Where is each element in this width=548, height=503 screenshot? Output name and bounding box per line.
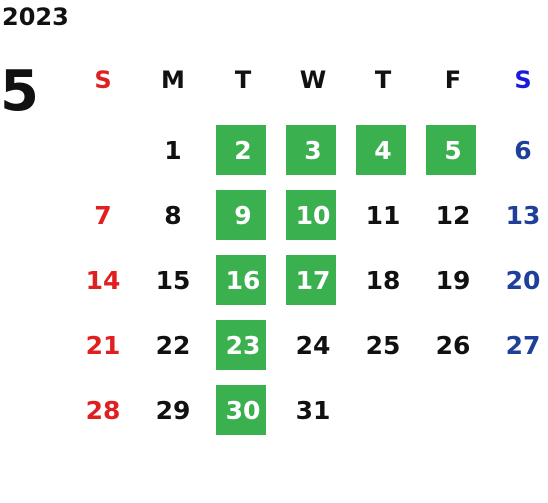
weekday-saturday: S <box>514 66 532 94</box>
day-cell[interactable]: 26 <box>435 330 471 360</box>
day-cell[interactable]: 29 <box>155 395 191 425</box>
week-row-5: 28 29 30 31 <box>68 385 548 435</box>
day-cell <box>68 125 138 175</box>
week-row-4: 21 22 23 24 25 26 27 <box>68 320 548 370</box>
day-cell[interactable]: 19 <box>435 265 471 295</box>
day-cell[interactable]: 7 <box>94 200 112 230</box>
day-cell[interactable]: 20 <box>505 265 541 295</box>
day-cell[interactable]: 31 <box>295 395 331 425</box>
day-cell-highlighted[interactable]: 3 <box>278 125 348 175</box>
day-cell <box>348 385 418 435</box>
day-cell[interactable]: 21 <box>85 330 121 360</box>
day-cell-highlighted[interactable]: 5 <box>418 125 488 175</box>
day-cell[interactable]: 15 <box>155 265 191 295</box>
day-cell[interactable]: 14 <box>85 265 121 295</box>
day-cell[interactable]: 25 <box>365 330 401 360</box>
day-cell[interactable]: 13 <box>505 200 541 230</box>
day-cell[interactable]: 27 <box>505 330 541 360</box>
day-cell-highlighted[interactable]: 30 <box>208 385 278 435</box>
day-cell[interactable]: 1 <box>164 135 182 165</box>
day-cell-highlighted[interactable]: 9 <box>208 190 278 240</box>
week-row-2: 7 8 9 10 11 12 13 <box>68 190 548 240</box>
weekday-header: S M T W T F S <box>68 58 548 102</box>
week-row-1: 1 2 3 4 5 6 <box>68 125 548 175</box>
day-cell[interactable]: 6 <box>514 135 532 165</box>
day-cell <box>488 385 548 435</box>
weekday-friday: F <box>444 66 462 94</box>
day-cell[interactable]: 28 <box>85 395 121 425</box>
day-cell-highlighted[interactable]: 16 <box>208 255 278 305</box>
day-cell-highlighted[interactable]: 17 <box>278 255 348 305</box>
day-cell[interactable]: 18 <box>365 265 401 295</box>
day-cell-highlighted[interactable]: 4 <box>348 125 418 175</box>
day-cell-highlighted[interactable]: 10 <box>278 190 348 240</box>
day-cell-highlighted[interactable]: 23 <box>208 320 278 370</box>
weekday-sunday: S <box>94 66 112 94</box>
day-cell[interactable]: 24 <box>295 330 331 360</box>
year-label: 2023 <box>2 3 69 31</box>
day-cell[interactable]: 12 <box>435 200 471 230</box>
day-cell[interactable]: 11 <box>365 200 401 230</box>
weekday-thursday: T <box>374 66 392 94</box>
weekday-monday: M <box>161 66 185 94</box>
day-cell <box>418 385 488 435</box>
weekday-tuesday: T <box>234 66 252 94</box>
week-row-3: 14 15 16 17 18 19 20 <box>68 255 548 305</box>
weekday-wednesday: W <box>299 66 327 94</box>
day-cell[interactable]: 8 <box>164 200 182 230</box>
day-cell-highlighted[interactable]: 2 <box>208 125 278 175</box>
day-cell[interactable]: 22 <box>155 330 191 360</box>
month-number: 5 <box>0 59 39 124</box>
